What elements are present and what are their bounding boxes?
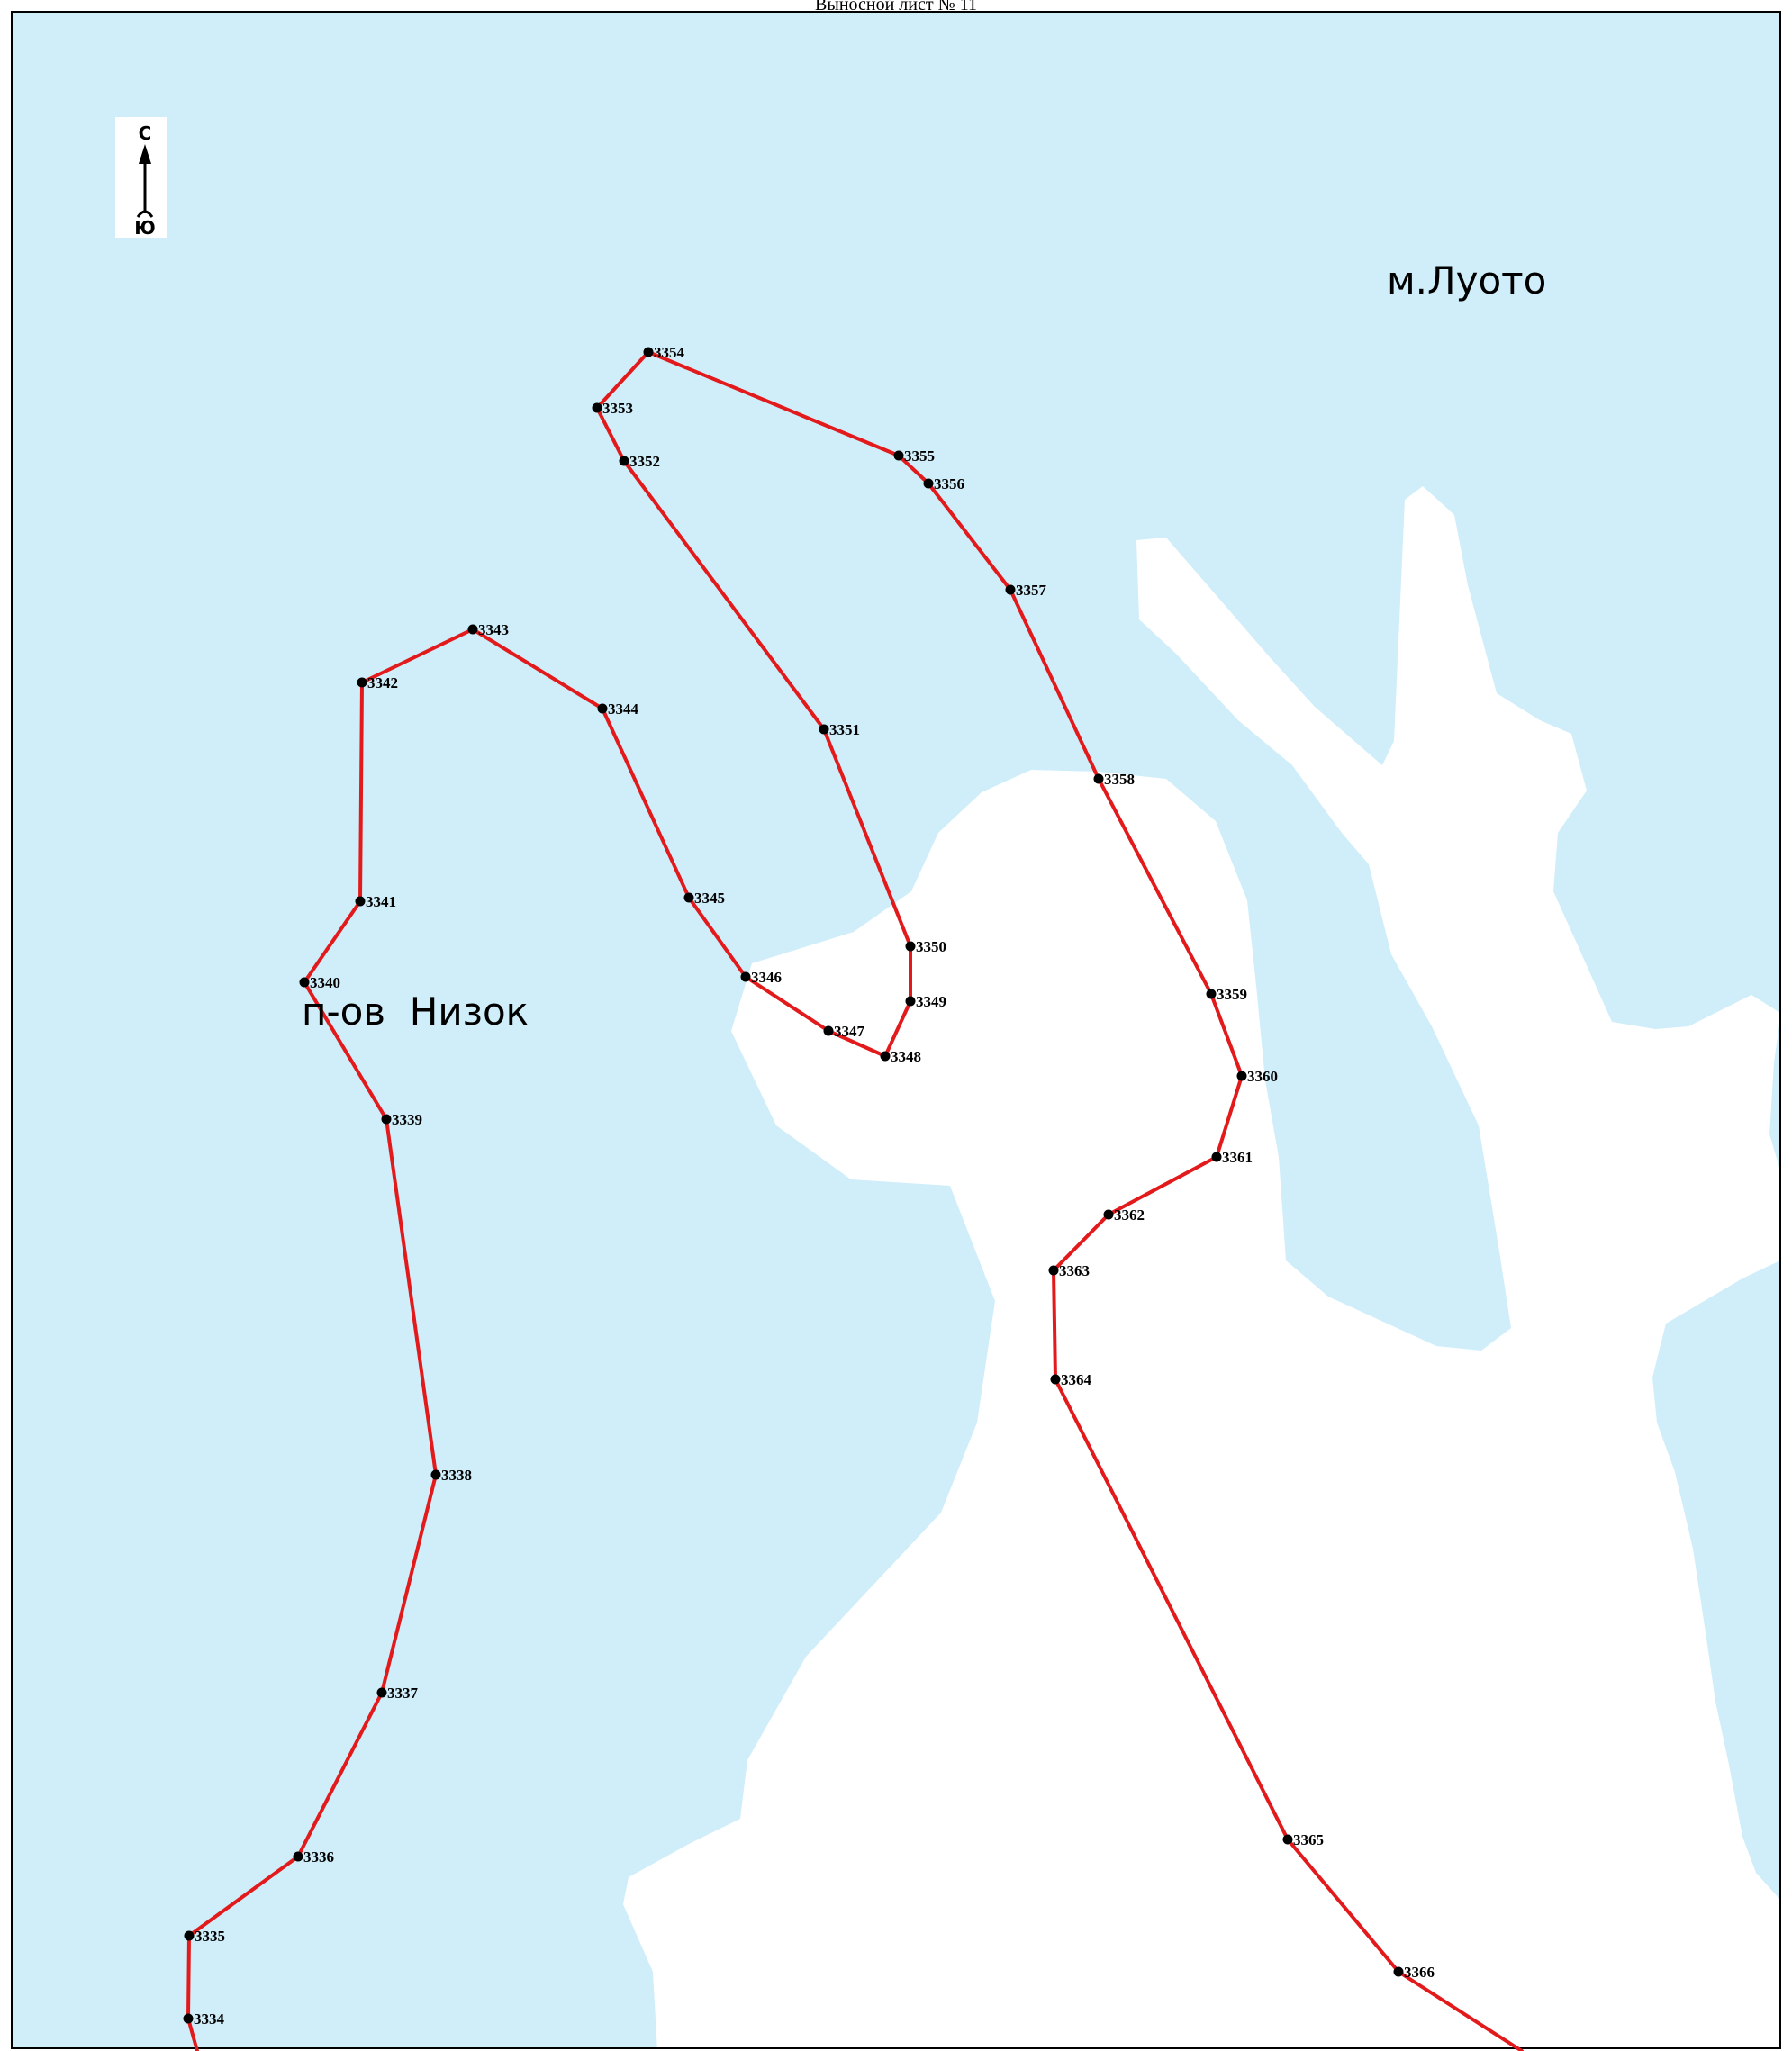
route-point-label-3355: 3355 — [904, 447, 935, 465]
route-point-3360 — [1236, 1071, 1247, 1081]
route-point-3344 — [597, 703, 608, 714]
compass-south-label: Ю — [134, 217, 155, 239]
north-arrow-icon — [139, 144, 151, 164]
route-point-label-3341: 3341 — [366, 893, 396, 910]
route-point-3343 — [467, 624, 478, 635]
compass-north-label: С — [139, 122, 152, 144]
sheet-title: Выносной лист № 11 — [815, 0, 977, 11]
route-point-3363 — [1048, 1265, 1059, 1276]
route-point-label-3360: 3360 — [1247, 1068, 1278, 1085]
route-point-3365 — [1282, 1834, 1293, 1845]
route-point-label-3339: 3339 — [392, 1111, 422, 1128]
route-point-label-3338: 3338 — [441, 1467, 472, 1484]
route-point-label-3343: 3343 — [478, 621, 509, 638]
route-point-3335 — [184, 1930, 195, 1941]
route-point-3337 — [376, 1687, 387, 1698]
route-point-3354 — [643, 347, 654, 357]
route-point-label-3358: 3358 — [1104, 771, 1135, 788]
place-label-cape: м.Луото — [1387, 258, 1546, 303]
route-point-3352 — [619, 456, 629, 466]
land-mass — [623, 486, 1780, 2051]
route-point-3336 — [293, 1851, 303, 1862]
route-point-label-3362: 3362 — [1114, 1206, 1145, 1224]
route-point-3338 — [430, 1469, 441, 1480]
route-point-3339 — [381, 1114, 392, 1125]
map-frame — [11, 11, 1781, 2049]
route-point-label-3366: 3366 — [1404, 1964, 1435, 1981]
route-point-3348 — [880, 1051, 891, 1062]
route-point-label-3357: 3357 — [1016, 582, 1047, 599]
route-point-label-3345: 3345 — [694, 890, 725, 907]
route-point-label-3348: 3348 — [891, 1048, 921, 1065]
route-point-3347 — [823, 1026, 834, 1036]
route-point-label-3346: 3346 — [751, 969, 782, 986]
route-point-label-3344: 3344 — [608, 700, 639, 718]
route-point-label-3356: 3356 — [934, 475, 964, 492]
compass-background — [115, 117, 167, 238]
route-point-label-3365: 3365 — [1293, 1831, 1324, 1848]
route-point-label-3353: 3353 — [602, 400, 633, 417]
route-point-label-3349: 3349 — [916, 993, 946, 1010]
route-points: 3334 3335 3336 3337 3338 3339 3340 3341 3342 3343… — [183, 344, 1435, 2028]
route-point-label-3342: 3342 — [367, 674, 398, 691]
compass-tail-icon — [136, 210, 154, 218]
route-point-3351 — [819, 724, 829, 735]
route-point-label-3359: 3359 — [1217, 986, 1247, 1003]
route-point-label-3337: 3337 — [387, 1685, 419, 1702]
route-point-3357 — [1005, 584, 1016, 595]
place-label-peninsula: п-ов Низок — [302, 989, 529, 1034]
route-point-label-3352: 3352 — [629, 453, 660, 470]
compass: С Ю — [115, 117, 167, 239]
route-point-3342 — [357, 677, 367, 688]
route-point-3364 — [1050, 1374, 1061, 1385]
route-point-3334 — [183, 2013, 194, 2024]
water-inlet — [1769, 1017, 1780, 1170]
route-point-3349 — [905, 996, 916, 1007]
route-point-3345 — [683, 892, 694, 903]
route-point-3356 — [923, 478, 934, 489]
route-point-3355 — [893, 450, 904, 461]
route-point-label-3364: 3364 — [1061, 1371, 1092, 1388]
route-point-3346 — [740, 971, 751, 982]
route-point-3362 — [1103, 1209, 1114, 1220]
route-point-3359 — [1206, 989, 1217, 999]
route-point-3341 — [355, 896, 366, 907]
route-point-3358 — [1093, 773, 1104, 784]
route-point-3353 — [592, 402, 602, 413]
route-point-3361 — [1211, 1152, 1222, 1162]
route-point-label-3334: 3334 — [194, 2010, 225, 2028]
route-point-label-3350: 3350 — [916, 938, 946, 955]
route-point-3366 — [1393, 1966, 1404, 1977]
route-point-label-3335: 3335 — [195, 1928, 225, 1945]
route-point-label-3363: 3363 — [1059, 1262, 1090, 1279]
route-point-3350 — [905, 941, 916, 952]
route-point-label-3351: 3351 — [829, 721, 860, 738]
route-point-label-3361: 3361 — [1222, 1149, 1253, 1166]
route-point-label-3340: 3340 — [310, 974, 340, 991]
route-point-3340 — [299, 977, 310, 988]
route-point-label-3347: 3347 — [834, 1023, 865, 1040]
route-point-label-3354: 3354 — [654, 344, 685, 361]
route-point-label-3336: 3336 — [303, 1848, 334, 1866]
